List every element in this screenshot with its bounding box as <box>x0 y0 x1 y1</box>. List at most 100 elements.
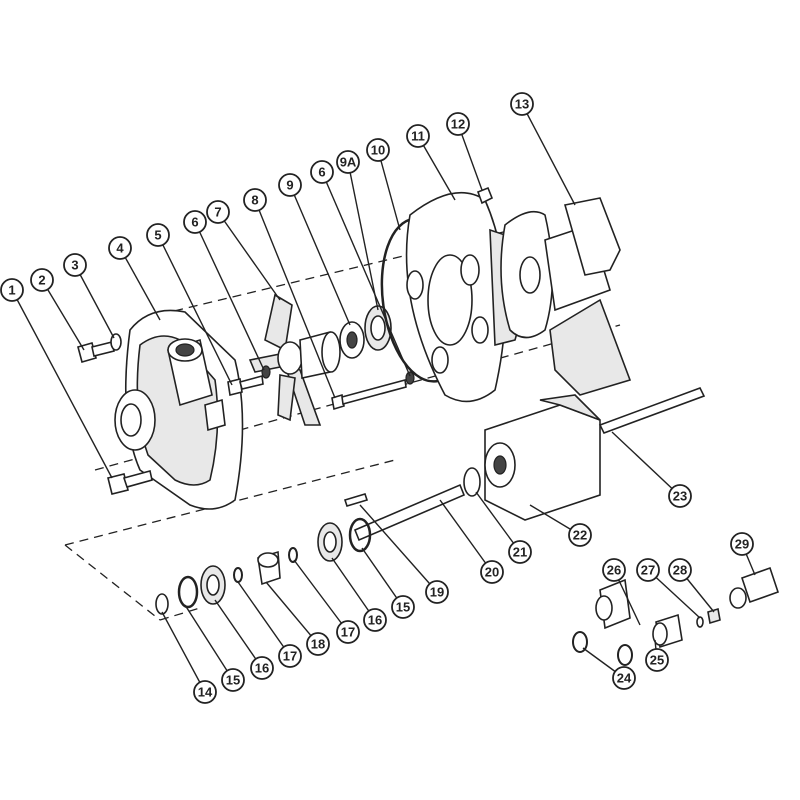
callout-number: 20 <box>485 565 499 580</box>
seal-9 <box>339 321 365 359</box>
key-19 <box>343 493 369 507</box>
callout-c11: 11 <box>406 124 430 148</box>
callout-c27: 27 <box>636 558 660 582</box>
callout-number: 19 <box>430 585 444 600</box>
callout-c25: 25 <box>645 648 669 672</box>
leader-line-c15a <box>184 604 234 681</box>
fitting-29 <box>729 566 780 609</box>
leader-line-c9 <box>289 184 351 326</box>
callout-number: 10 <box>371 143 385 158</box>
washer-27 <box>696 616 704 628</box>
callout-circle <box>206 200 230 224</box>
callout-c17b: 17 <box>336 620 360 644</box>
o-ring-24b <box>617 644 633 666</box>
callout-circle <box>146 223 170 247</box>
callout-circle <box>391 595 415 619</box>
callout-c1: 1 <box>0 278 24 302</box>
fitting-26 <box>595 578 631 630</box>
callout-c29: 29 <box>730 532 754 556</box>
callout-number: 9 <box>286 178 293 193</box>
leader-line-c23 <box>611 431 681 497</box>
callout-number: 27 <box>641 563 655 578</box>
leader-line-c20 <box>439 499 493 573</box>
leader-line-c11 <box>417 135 456 201</box>
callout-c9: 9 <box>278 173 302 197</box>
impeller <box>248 293 341 426</box>
back-plate <box>405 192 525 403</box>
callout-circle <box>250 656 274 680</box>
callout-c3: 3 <box>63 253 87 277</box>
washer-14 <box>155 593 169 615</box>
callout-number: 6 <box>318 165 325 180</box>
callout-c19: 19 <box>425 580 449 604</box>
callout-number: 15 <box>396 600 410 615</box>
callout-circle <box>0 278 24 302</box>
callout-number: 17 <box>341 625 355 640</box>
callout-circle <box>243 188 267 212</box>
callout-circle <box>508 540 532 564</box>
o-ring-17b <box>288 547 298 563</box>
leader-line-c19 <box>359 504 438 593</box>
callout-circle <box>636 558 660 582</box>
callout-circle <box>730 532 754 556</box>
gear-pump-block <box>484 394 601 521</box>
callout-number: 5 <box>154 228 161 243</box>
leader-line-c4 <box>119 247 161 321</box>
callout-c18: 18 <box>306 632 330 656</box>
washer-6b <box>405 371 415 385</box>
callout-c16b: 16 <box>363 608 387 632</box>
bolt-2 <box>77 341 115 363</box>
callout-c13: 13 <box>510 92 534 116</box>
o-ring-17a <box>233 567 243 583</box>
callout-number: 11 <box>411 129 425 144</box>
leader-line-c18 <box>265 581 319 645</box>
callout-number: 29 <box>735 537 749 552</box>
callout-number: 26 <box>607 563 621 578</box>
callout-circle <box>510 92 534 116</box>
callout-c17a: 17 <box>278 644 302 668</box>
callout-circle <box>306 632 330 656</box>
leader-line-c17a <box>237 581 291 657</box>
callout-number: 22 <box>573 528 587 543</box>
callout-circle <box>278 173 302 197</box>
callout-circle <box>568 523 592 547</box>
callout-c5: 5 <box>146 223 170 247</box>
callout-number: 17 <box>283 649 297 664</box>
callout-c23: 23 <box>668 484 692 508</box>
plug-28 <box>707 607 721 625</box>
callout-circle <box>602 558 626 582</box>
callout-circle <box>366 138 390 162</box>
callout-circle <box>183 210 207 234</box>
callout-c4: 4 <box>108 236 132 260</box>
callout-number: 25 <box>650 653 664 668</box>
leader-line-c7 <box>217 211 281 301</box>
motor-bracket <box>500 197 632 396</box>
callout-circle <box>668 484 692 508</box>
callout-circle <box>480 560 504 584</box>
callout-c9a: 9A <box>336 150 360 174</box>
leader-line-c6a <box>194 221 265 371</box>
callout-number: 12 <box>451 117 465 132</box>
callout-circle <box>425 580 449 604</box>
callout-circle <box>336 620 360 644</box>
callout-c6a: 6 <box>183 210 207 234</box>
leader-line-c14 <box>161 611 206 693</box>
callout-number: 9A <box>340 155 357 170</box>
callout-c14: 14 <box>193 680 217 704</box>
retaining-ring-15a <box>177 575 199 609</box>
leader-line-c16b <box>331 557 376 621</box>
leader-line-c17b <box>293 559 349 633</box>
callout-circle <box>30 268 54 292</box>
callout-c16a: 16 <box>250 656 274 680</box>
callout-number: 7 <box>214 205 221 220</box>
callout-circle <box>668 558 692 582</box>
callout-number: 23 <box>673 489 687 504</box>
callout-c2: 2 <box>30 268 54 292</box>
leader-line-c15b <box>361 547 404 608</box>
callout-c28: 28 <box>668 558 692 582</box>
leader-line-c5 <box>157 234 233 386</box>
callout-number: 6 <box>191 215 198 230</box>
callout-circle <box>645 648 669 672</box>
bearing-16a <box>200 565 226 605</box>
